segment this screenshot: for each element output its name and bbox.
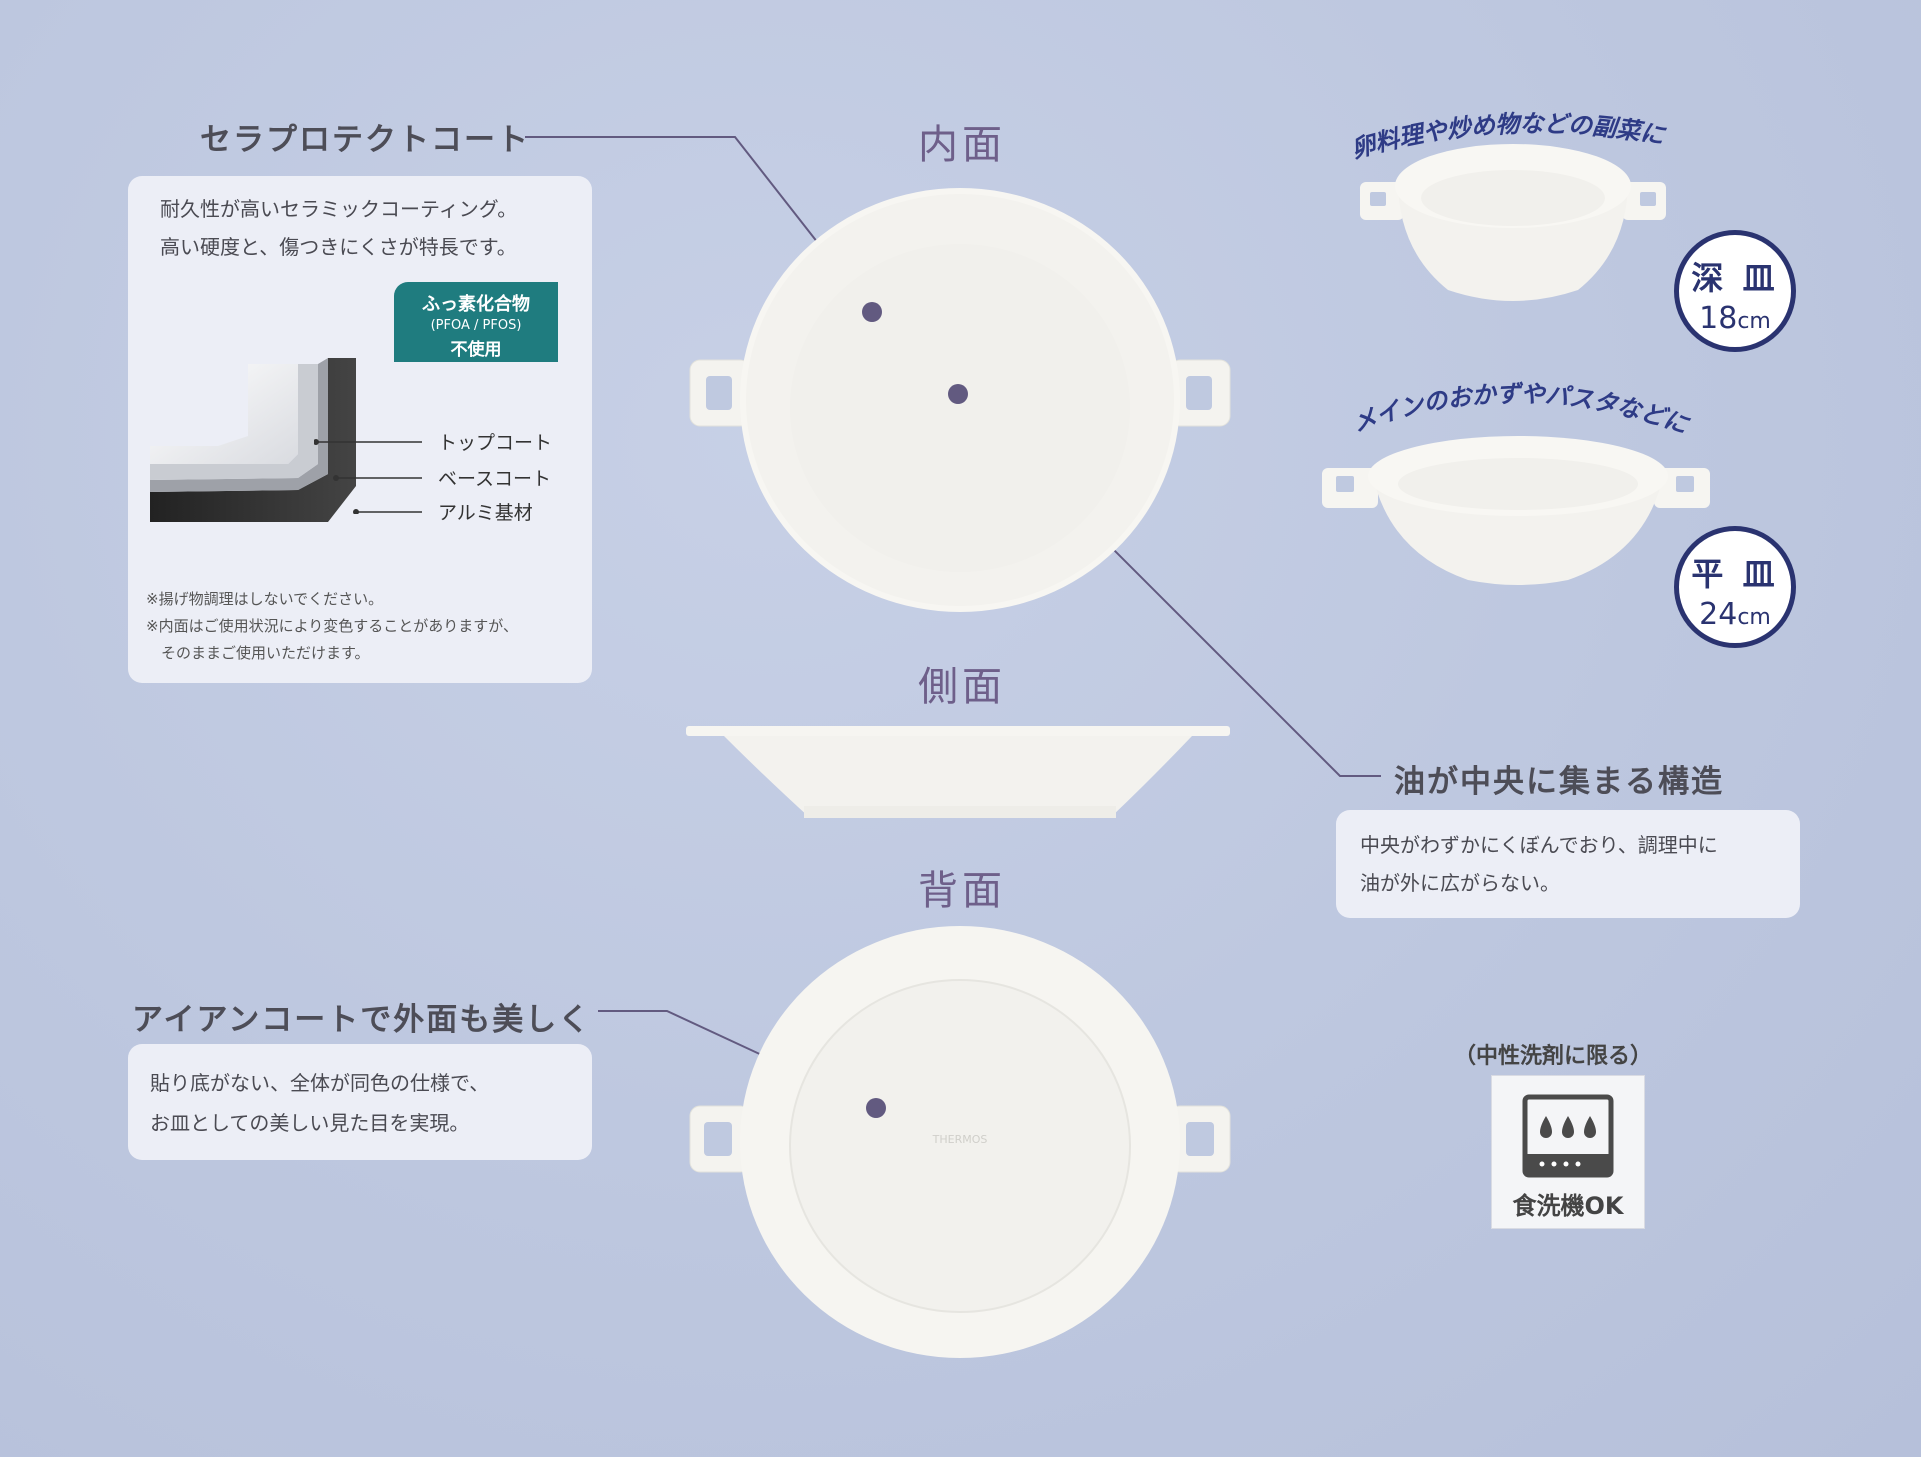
ceraprotect-note-1: ※揚げ物調理はしないでください。 [146, 590, 384, 608]
flat-plate-caption-arc: メインのおかずやパスタなどに [1349, 380, 1694, 440]
dishwasher-ok-badge: 食洗機OK [1491, 1075, 1645, 1229]
oil-feature-line-2: 油が外に広がらない。 [1360, 871, 1560, 895]
pfoa-badge-line-3: 不使用 [450, 340, 502, 360]
flat-plate-size-badge: 平 皿 24cm [1674, 526, 1796, 648]
iron-feature-line-1: 貼り底がない、全体が同色の仕様で、 [150, 1071, 490, 1095]
dishwasher-ok-label: 食洗機OK [1512, 1192, 1624, 1220]
plate-inner-view [689, 188, 1231, 612]
iron-feature-card: 貼り底がない、全体が同色の仕様で、 お皿としての美しい見た目を実現。 [128, 1044, 592, 1160]
iron-feature-line-2: お皿としての美しい見た目を実現。 [150, 1111, 470, 1135]
view-label-inner: 内面 [918, 122, 1006, 168]
thermos-logo: THERMOS [932, 1133, 988, 1146]
plate-back-view: THERMOS [689, 926, 1231, 1358]
marker-dot-inner-rim [862, 302, 882, 322]
ceraprotect-line-1: 耐久性が高いセラミックコーティング。 [160, 197, 518, 221]
water-drop-icon [1584, 1116, 1596, 1138]
view-label-side: 側面 [918, 664, 1006, 710]
ceraprotect-title: セラプロテクトコート [200, 122, 530, 158]
oil-feature-card: 中央がわずかにくぼんでおり、調理中に 油が外に広がらない。 [1336, 810, 1800, 918]
ceraprotect-note-2: ※内面はご使用状況により変色することがありますが、 [146, 617, 518, 635]
flat-plate-size-number: 24 [1699, 597, 1738, 632]
deep-plate-size-badge: 深 皿 18cm [1674, 230, 1796, 352]
dishwasher-note: （中性洗剤に限る） [1454, 1044, 1653, 1069]
water-drop-icon [1562, 1116, 1574, 1138]
flat-plate-image [1322, 436, 1710, 585]
flat-plate-size-unit: cm [1737, 605, 1771, 630]
layer-label-top-coat: トップコート [438, 432, 553, 454]
layer-label-base-coat: ベースコート [438, 468, 552, 490]
marker-dot-inner-center [948, 384, 968, 404]
oil-feature-title: 油が中央に集まる構造 [1394, 764, 1724, 800]
oil-feature-line-1: 中央がわずかにくぼんでおり、調理中に [1360, 833, 1718, 857]
water-drop-icon [1540, 1116, 1552, 1138]
flat-plate-name: 平 皿 [1691, 555, 1779, 593]
ceraprotect-note-3: そのままご使用いただけます。 [146, 644, 370, 662]
view-label-back: 背面 [918, 868, 1006, 914]
pfoa-free-badge: ふっ素化合物 (PFOA / PFOS) 不使用 [394, 282, 558, 362]
pfoa-badge-line-1: ふっ素化合物 [422, 294, 530, 315]
deep-plate-image [1360, 144, 1666, 301]
layer-label-aluminum: アルミ基材 [438, 502, 533, 524]
marker-dot-back [866, 1098, 886, 1118]
deep-plate-size-number: 18 [1699, 301, 1738, 336]
deep-plate-size-unit: cm [1737, 309, 1771, 334]
ceraprotect-card: 耐久性が高いセラミックコーティング。 高い硬度と、傷つきにくさが特長です。 ふっ… [128, 176, 592, 683]
ceraprotect-line-2: 高い硬度と、傷つきにくさが特長です。 [160, 235, 517, 259]
plate-side-view [686, 726, 1230, 818]
dishwasher-icon [1522, 1094, 1614, 1178]
coating-layers-illustration [150, 358, 356, 522]
pfoa-badge-line-2: (PFOA / PFOS) [430, 318, 522, 333]
iron-feature-title: アイアンコートで外面も美しく [132, 1002, 592, 1038]
deep-plate-name: 深 皿 [1691, 259, 1779, 297]
layer-pointer-lines [314, 439, 422, 514]
